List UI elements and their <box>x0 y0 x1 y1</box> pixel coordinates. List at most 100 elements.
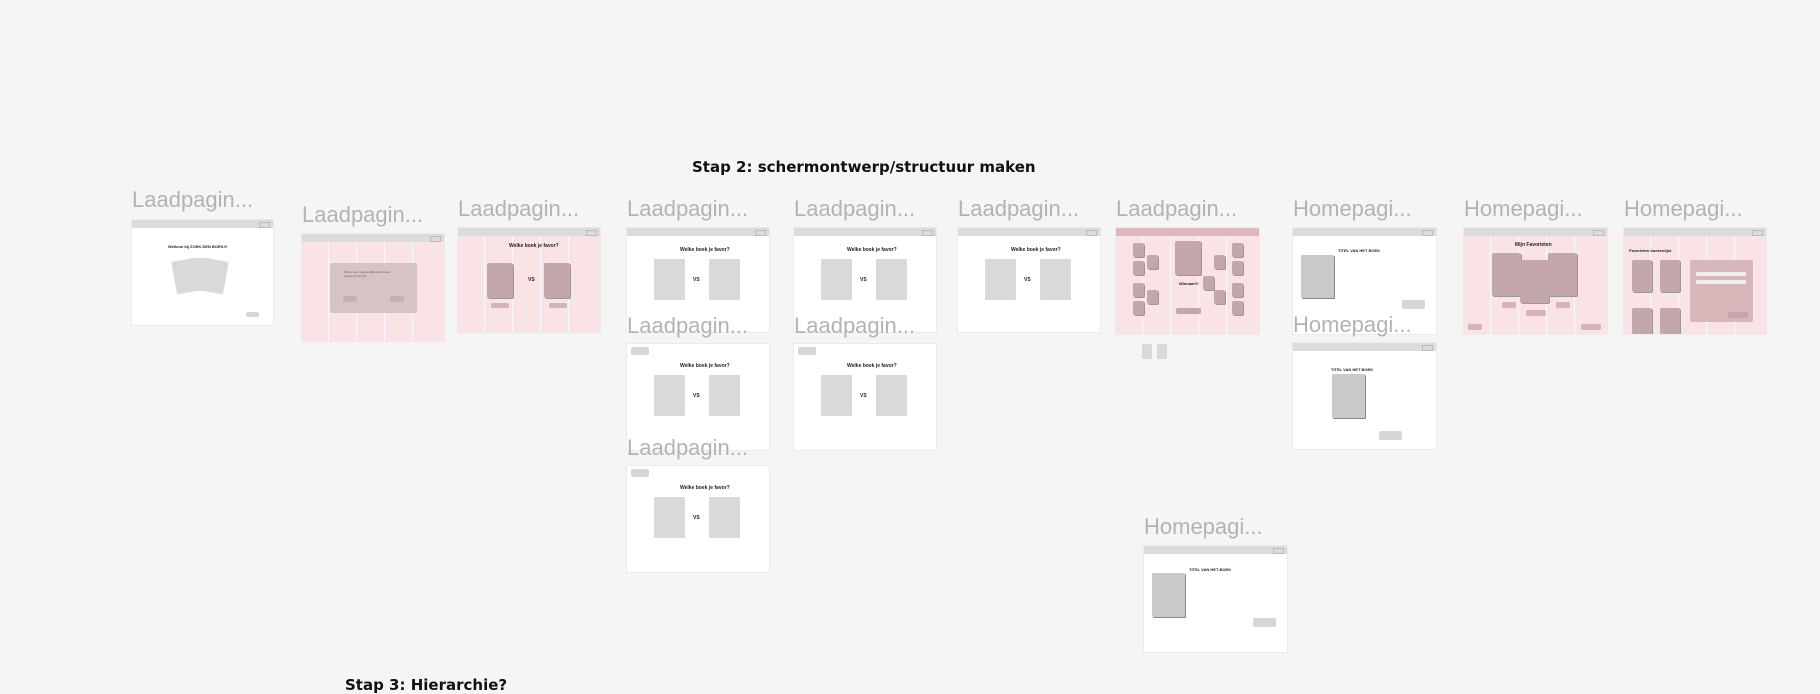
modal-button-no[interactable] <box>390 296 404 302</box>
frame-homepage-favorites[interactable]: Mijn Favorieten <box>1464 228 1607 334</box>
frame-topbar <box>1116 228 1259 236</box>
vs-label: VS <box>860 393 867 399</box>
frame-topbar <box>1293 343 1436 351</box>
back-button[interactable] <box>631 469 649 477</box>
frame-laadpagina-vs[interactable]: Welke boek je favor? VS <box>794 344 936 450</box>
list-book[interactable] <box>1660 260 1680 292</box>
book-option-right[interactable] <box>709 375 740 416</box>
book-option-right[interactable] <box>876 375 907 416</box>
frame-topbar <box>458 228 600 236</box>
frame-laadpagina-vs[interactable]: Welke boek je favor? VS <box>627 466 769 572</box>
frame-label[interactable]: Laadpagin... <box>132 187 254 212</box>
book-option-left[interactable] <box>654 375 685 416</box>
book-description <box>1338 254 1383 258</box>
frame-label[interactable]: Laadpagin... <box>302 202 424 227</box>
favorite-book[interactable] <box>1548 253 1577 296</box>
question-text: Welke boek je favor? <box>509 243 559 249</box>
filter-input[interactable] <box>1696 280 1746 284</box>
book-option-left[interactable] <box>821 375 852 416</box>
book-option-left[interactable] <box>487 263 513 298</box>
small-element[interactable] <box>1142 344 1152 359</box>
frame-homepage-detail[interactable]: TITEL VAN HET BOEK <box>1293 228 1436 334</box>
frame-label[interactable]: Homepagi... <box>1293 196 1412 221</box>
frame-homepage-detail[interactable]: TITEL VAN HET BOEK <box>1144 546 1287 652</box>
modal-dialog[interactable] <box>330 263 417 313</box>
frame-label[interactable]: Laadpagin... <box>794 196 916 221</box>
back-button[interactable] <box>631 347 649 355</box>
book-title: TITEL VAN HET BOEK <box>1331 367 1374 372</box>
frame-label[interactable]: Laadpagin... <box>627 313 749 338</box>
modal-button-yes[interactable] <box>343 296 357 302</box>
frame-laadpagina-bracket[interactable]: Winnaar!!! <box>1116 228 1259 334</box>
book-option-left[interactable] <box>821 259 852 300</box>
frame-topbar <box>1293 228 1436 236</box>
favorite-book[interactable] <box>1492 253 1521 296</box>
book-option-right[interactable] <box>544 263 570 298</box>
list-book[interactable] <box>1632 308 1652 334</box>
frame-label[interactable]: Homepagi... <box>1293 312 1412 337</box>
frame-topbar <box>627 228 769 236</box>
frame-label[interactable]: Homepagi... <box>1624 196 1743 221</box>
back-button[interactable] <box>798 347 816 355</box>
favorite-book[interactable] <box>1520 260 1549 303</box>
frame-laadpagina-vs[interactable]: Welke boek je favor? VS <box>958 228 1100 332</box>
frame-topbar <box>132 220 273 228</box>
frame-topbar <box>1464 228 1607 236</box>
frame-label[interactable]: Laadpagin... <box>627 435 749 460</box>
next-button[interactable] <box>246 312 259 317</box>
frame-label[interactable]: Laadpagin... <box>958 196 1080 221</box>
frame-topbar <box>1624 228 1766 236</box>
question-text: Welke boek je favor? <box>847 247 897 253</box>
frame-label[interactable]: Laadpagin... <box>1116 196 1238 221</box>
frame-laadpagina-vs-grid[interactable]: Welke boek je favor? VS <box>458 228 600 332</box>
frame-homepage-detail[interactable]: TITEL VAN HET BOEK <box>1293 343 1436 449</box>
book-option-left[interactable] <box>654 259 685 300</box>
action-button[interactable] <box>1379 431 1402 440</box>
frame-label[interactable]: Homepagi... <box>1144 514 1263 539</box>
choose-right-button[interactable] <box>549 303 567 308</box>
vs-label: VS <box>693 393 700 399</box>
choose-left-button[interactable] <box>491 303 509 308</box>
search-panel[interactable] <box>1690 260 1753 322</box>
book-option-left[interactable] <box>985 259 1016 300</box>
book-option-right[interactable] <box>709 497 740 538</box>
page-title: Mijn Favorieten <box>1515 242 1552 248</box>
vs-label: VS <box>860 277 867 283</box>
welcome-title: Welkom bij ZOEK DEN BOEK!!! <box>168 244 228 249</box>
small-button[interactable] <box>1556 302 1570 308</box>
book-cover <box>1301 255 1334 298</box>
frame-label[interactable]: Laadpagin... <box>458 196 580 221</box>
frame-laadpagina-vs[interactable]: Welke boek je favor? VS <box>627 228 769 332</box>
book-option-right[interactable] <box>1040 259 1071 300</box>
search-button[interactable] <box>1728 312 1748 318</box>
frame-label[interactable]: Laadpagin... <box>794 313 916 338</box>
frame-homepage-list[interactable]: Favorieten boekenlijst <box>1624 228 1766 334</box>
winner-book <box>1175 241 1201 275</box>
book-title: TITEL VAN HET BOEK <box>1189 567 1232 572</box>
book-option-left[interactable] <box>654 497 685 538</box>
frame-laadpagina-modal[interactable]: Wat je een ongelooflijk slecht boek gele… <box>302 234 444 341</box>
frame-laadpagina-welcome[interactable]: Welkom bij ZOEK DEN BOEK!!! <box>132 220 273 325</box>
question-text: Welke boek je favor? <box>680 247 730 253</box>
action-button[interactable] <box>1402 300 1425 309</box>
book-option-right[interactable] <box>876 259 907 300</box>
small-element[interactable] <box>1157 344 1167 359</box>
winner-button[interactable] <box>1176 308 1201 314</box>
frame-laadpagina-vs[interactable]: Welke boek je favor? VS <box>627 344 769 450</box>
book-option-right[interactable] <box>709 259 740 300</box>
frame-laadpagina-vs[interactable]: Welke boek je favor? VS <box>794 228 936 332</box>
small-button[interactable] <box>1502 302 1516 308</box>
section-title-step3: Stap 3: Hierarchie? <box>345 676 508 694</box>
question-text: Welke boek je favor? <box>680 363 730 369</box>
nav-button[interactable] <box>1468 324 1482 330</box>
frame-label[interactable]: Homepagi... <box>1464 196 1583 221</box>
nav-button[interactable] <box>1581 324 1601 330</box>
list-book[interactable] <box>1660 308 1680 334</box>
small-button[interactable] <box>1526 310 1546 316</box>
page-title: Favorieten boekenlijst <box>1629 248 1672 253</box>
list-book[interactable] <box>1632 260 1652 292</box>
frame-label[interactable]: Laadpagin... <box>627 196 749 221</box>
vs-label: VS <box>693 277 700 283</box>
search-input[interactable] <box>1696 272 1746 276</box>
action-button[interactable] <box>1253 618 1276 627</box>
